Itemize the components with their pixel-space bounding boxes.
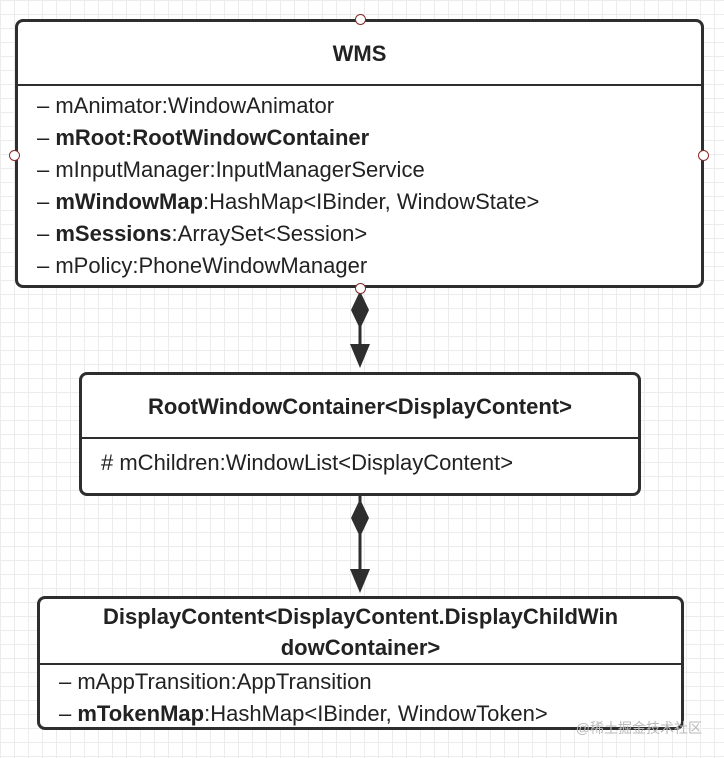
class-box-display-content[interactable]: DisplayContent<DisplayContent.DisplayChi…	[37, 596, 684, 730]
attribute-row: – mSessions:ArraySet<Session>	[37, 218, 701, 250]
attribute-type: :HashMap<IBinder, WindowState>	[203, 189, 540, 214]
class-box-wms[interactable]: WMS – mAnimator:WindowAnimator – mRoot:R…	[15, 19, 704, 288]
visibility-marker: –	[37, 189, 56, 214]
attribute-name: mAppTransition	[77, 669, 231, 694]
visibility-marker: –	[37, 253, 56, 278]
attribute-type: :RootWindowContainer	[125, 125, 370, 150]
connection-port-right[interactable]	[698, 150, 709, 161]
visibility-marker: –	[37, 157, 56, 182]
connection-port-top[interactable]	[355, 14, 366, 25]
attribute-row: – mInputManager:InputManagerService	[37, 154, 701, 186]
arrowhead-icon	[350, 344, 370, 368]
attribute-row: – mPolicy:PhoneWindowManager	[37, 250, 701, 282]
visibility-marker: –	[59, 701, 78, 726]
connection-port-bottom[interactable]	[355, 283, 366, 294]
visibility-marker: –	[59, 669, 78, 694]
connection-port-left[interactable]	[9, 150, 20, 161]
attribute-name: mWindowMap	[55, 189, 204, 214]
visibility-marker: #	[101, 450, 120, 475]
visibility-marker: –	[37, 93, 56, 118]
attribute-type: :WindowAnimator	[161, 93, 335, 118]
attribute-name: mAnimator	[55, 93, 162, 118]
class-title: RootWindowContainer<DisplayContent>	[82, 375, 638, 439]
attribute-name: mTokenMap	[77, 701, 205, 726]
attribute-row: # mChildren:WindowList<DisplayContent>	[101, 447, 638, 479]
attribute-row: – mTokenMap:HashMap<IBinder, WindowToken…	[59, 698, 681, 730]
attribute-name: mRoot	[55, 125, 126, 150]
attribute-name: mChildren	[119, 450, 220, 475]
attribute-type: :InputManagerService	[209, 157, 425, 182]
attribute-type: :WindowList<DisplayContent>	[219, 450, 514, 475]
composition-connector-rwc-dc[interactable]	[350, 496, 370, 593]
composition-diamond-icon	[351, 499, 369, 537]
attribute-list: # mChildren:WindowList<DisplayContent>	[82, 439, 638, 479]
attribute-type: :ArraySet<Session>	[171, 221, 368, 246]
attribute-row: – mAppTransition:AppTransition	[59, 666, 681, 698]
attribute-list: – mAnimator:WindowAnimator – mRoot:RootW…	[18, 86, 701, 282]
attribute-type: :HashMap<IBinder, WindowToken>	[204, 701, 548, 726]
attribute-name: mPolicy	[55, 253, 133, 278]
composition-connector-wms-rwc[interactable]	[350, 288, 370, 368]
class-title-line: dowContainer>	[280, 635, 441, 660]
attribute-name: mInputManager	[55, 157, 210, 182]
attribute-name: mSessions	[55, 221, 172, 246]
attribute-row: – mRoot:RootWindowContainer	[37, 122, 701, 154]
class-title-line: DisplayContent<DisplayContent.DisplayChi…	[102, 604, 619, 629]
class-title: WMS	[18, 22, 701, 86]
class-box-root-window-container[interactable]: RootWindowContainer<DisplayContent> # mC…	[79, 372, 641, 496]
visibility-marker: –	[37, 125, 56, 150]
attribute-row: – mWindowMap:HashMap<IBinder, WindowStat…	[37, 186, 701, 218]
visibility-marker: –	[37, 221, 56, 246]
attribute-list: – mAppTransition:AppTransition – mTokenM…	[40, 665, 681, 730]
attribute-type: :PhoneWindowManager	[132, 253, 368, 278]
composition-diamond-icon	[351, 291, 369, 329]
watermark: @稀土掘金技术社区	[575, 720, 702, 736]
class-title: DisplayContent<DisplayContent.DisplayChi…	[40, 599, 681, 665]
attribute-row: – mAnimator:WindowAnimator	[37, 90, 701, 122]
attribute-type: :AppTransition	[230, 669, 372, 694]
arrowhead-icon	[350, 569, 370, 593]
